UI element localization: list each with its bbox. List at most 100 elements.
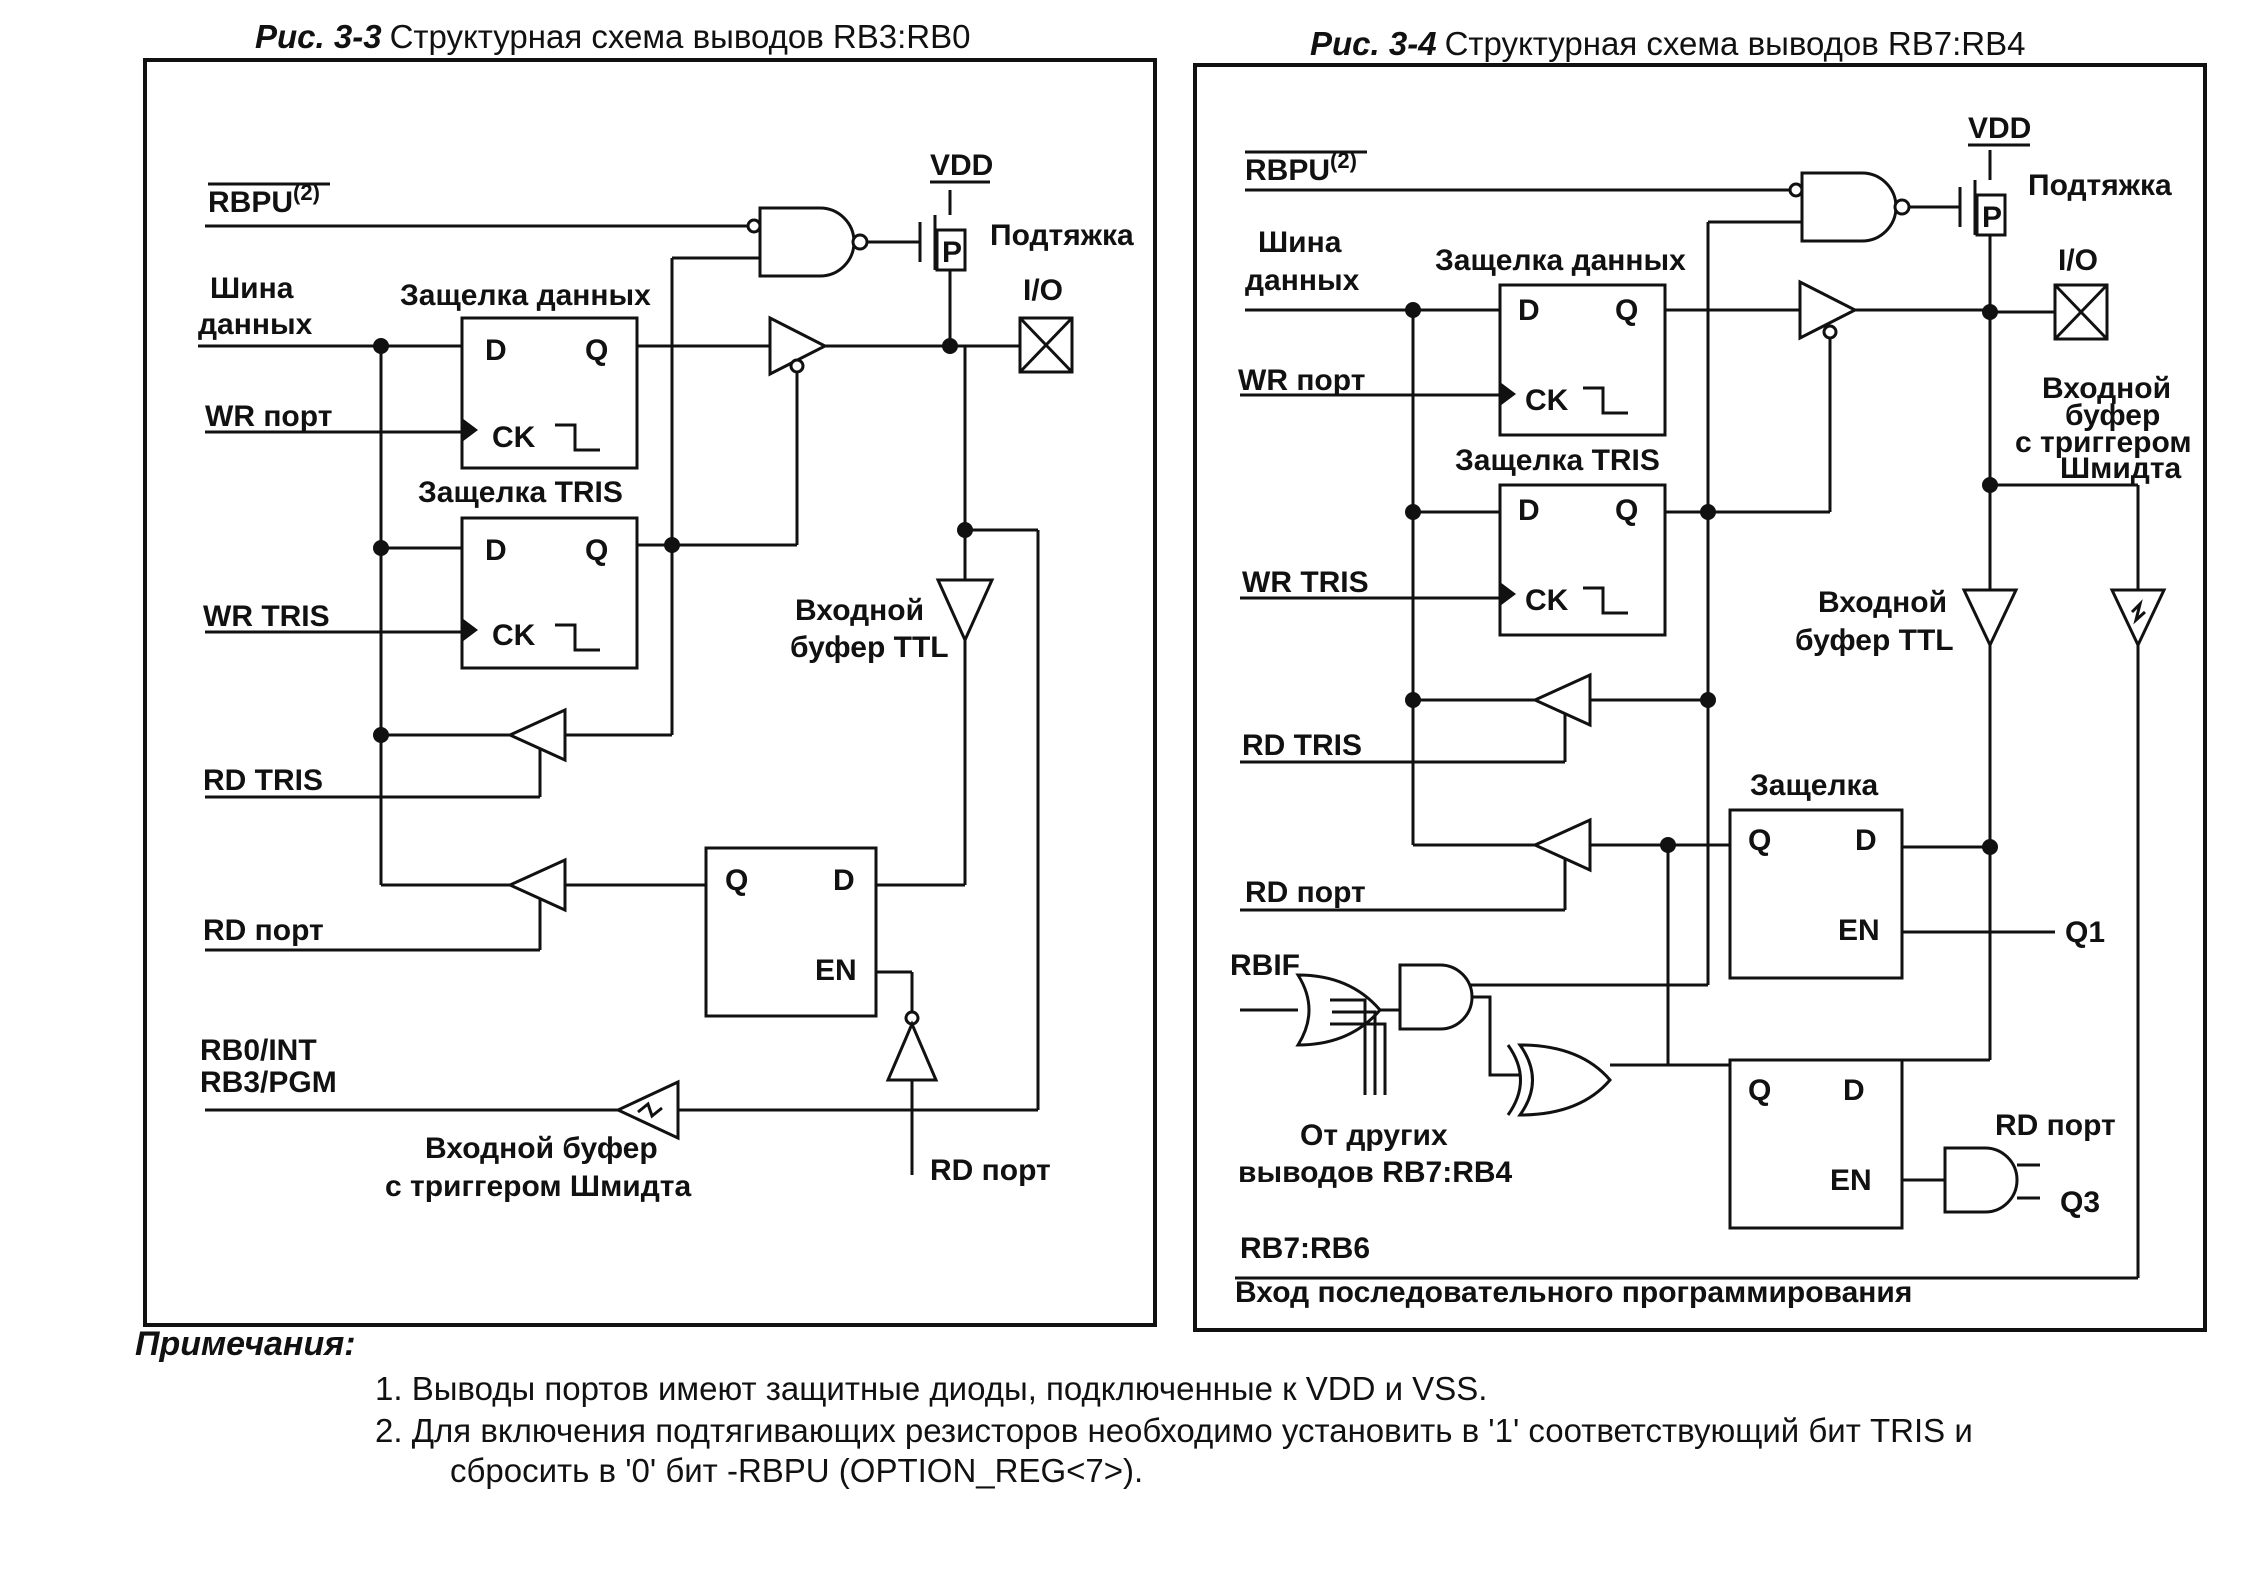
fig33-ttl-label-1: Входной [795, 594, 924, 627]
fig33-bus-label-1: Шина [210, 272, 294, 305]
fig34-bus-label-2: данных [1245, 264, 1360, 297]
fig34-wr-tris-label: WR TRIS [1242, 566, 1369, 599]
fig33-tris-latch-d: D [485, 534, 507, 567]
fig34-port-latch [1728, 808, 1904, 980]
fig34-vdd-label: VDD [1968, 112, 2031, 145]
fig33-rd-port-2-label: RD порт [930, 1154, 1051, 1187]
fig33-output-buffer-en-bubble [789, 358, 805, 374]
fig34-title-num: Рис. 3-4 [1310, 25, 1437, 62]
fig33-data-latch-d: D [485, 334, 507, 367]
fig34-other-label-2: выводов RB7:RB4 [1238, 1156, 1513, 1189]
fig33-rdtris-buffer [506, 707, 567, 763]
fig33-tris-latch-clk-icon [462, 618, 478, 642]
fig33-tris-latch-ck: CK [492, 619, 536, 652]
fig34-schmitt-label-2: буфер [2065, 399, 2160, 432]
fig34-tris-latch-q: Q [1615, 494, 1638, 527]
fig34-tris-latch-ck: CK [1525, 584, 1569, 617]
fig34-latch-label: Защелка [1750, 769, 1879, 802]
fig34-data-latch-q: Q [1615, 294, 1638, 327]
fig34-schmitt-icon [2130, 599, 2146, 625]
fig34-tris-latch-label: Защелка TRIS [1455, 444, 1660, 477]
fig34-and-gate [1398, 963, 1474, 1031]
fig33-rbpu-label: RBPU(2) [208, 180, 320, 219]
fig33-data-latch-edge-icon [555, 423, 600, 452]
fig34-or-gate [1295, 973, 1382, 1047]
fig33-schmitt-buffer [614, 1079, 680, 1141]
fig34-rd-tris-label: RD TRIS [1242, 729, 1362, 762]
fig34-frame [1193, 63, 2207, 1332]
fig33-input-latch-q: Q [725, 864, 748, 897]
fig33-title-num: Рис. 3-3 [255, 18, 382, 55]
fig34-tris-latch-clk-icon [1500, 582, 1516, 606]
fig33-frame [143, 58, 1157, 1327]
fig34-bus-label-1: Шина [1258, 226, 1342, 259]
fig33-vdd-label: VDD [930, 149, 993, 182]
fig34-and-to-xor [1480, 995, 1520, 1077]
fig33-schmitt-label-2: с триггером Шмидта [385, 1170, 691, 1203]
fig34-bus-tris-node [1405, 504, 1421, 520]
fig34-io-x2 [2053, 283, 2109, 341]
fig34-data-latch [1498, 283, 1667, 437]
fig34-rb76-label: RB7:RB6 [1240, 1232, 1370, 1265]
fig34-serial-label: Вход последовательного программирования [1235, 1276, 1912, 1309]
fig33-data-latch-q: Q [585, 334, 608, 367]
fig34-other-2 [1332, 1010, 1377, 1095]
fig33-tris-latch-edge-icon [555, 623, 600, 652]
fig34-change-latch [1728, 1058, 1904, 1230]
fig34-tris-latch [1498, 483, 1667, 637]
fig33-pmos-body [935, 228, 967, 272]
fig34-xor-extra-arc [1506, 1044, 1522, 1116]
fig34-nand-input-bubble [1788, 182, 1804, 198]
fig34-latch-d-node [1982, 839, 1998, 855]
fig34-q1-label: Q1 [2065, 916, 2105, 949]
fig34-rdport-buffer [1531, 817, 1592, 873]
fig34-other-3 [1330, 1022, 1387, 1095]
fig33-bus-tris-node [373, 540, 389, 556]
fig34-tris-q-node [1700, 504, 1716, 520]
fig33-nand-input-bubble [746, 218, 762, 234]
fig34-rdtris-buffer [1531, 672, 1592, 728]
fig33-data-latch [460, 316, 639, 470]
fig34-nand-gate [1800, 171, 1898, 243]
fig33-tris-latch-label: Защелка TRIS [418, 476, 623, 509]
fig34-rd-port-2-label: RD порт [1995, 1109, 2116, 1142]
fig33-data-latch-clk-icon [462, 418, 478, 442]
fig33-schmitt-icon [637, 1101, 663, 1119]
fig34-wr-port-label: WR порт [1238, 364, 1365, 397]
fig34-rd-port-label: RD порт [1245, 876, 1366, 909]
fig33-pmos-p: P [942, 236, 962, 269]
fig34-tris-latch-edge-icon [1583, 586, 1628, 615]
fig33-wr-port-label: WR порт [205, 400, 332, 433]
fig33-wr-tris-label: WR TRIS [203, 600, 330, 633]
fig34-rbpu-label: RBPU(2) [1245, 148, 1357, 187]
fig33-input-latch [704, 846, 878, 1018]
fig33-rb0int-label: RB0/INT [200, 1034, 317, 1067]
fig33-io-node [942, 338, 958, 354]
fig33-rdport-buffer [506, 857, 567, 913]
fig33-rd-port-label: RD порт [203, 914, 324, 947]
fig34-port-latch-q: Q [1748, 824, 1771, 857]
fig33-input-latch-d: D [833, 864, 855, 897]
fig34-schmitt-label-3: с триггером [2015, 426, 2192, 459]
fig34-rdport-and [1943, 1146, 2019, 1214]
fig34-schmitt-label-1: Входной [2042, 372, 2171, 405]
fig33-data-latch-label: Защелка данных [400, 279, 651, 312]
fig34-data-latch-d: D [1518, 294, 1540, 327]
fig34-schmitt-node [1982, 477, 1998, 493]
fig34-ttl-label-2: буфер TTL [1795, 624, 1954, 657]
fig34-io-label: I/O [2058, 244, 2098, 277]
fig34-rbif-label: RBIF [1230, 949, 1300, 982]
fig34-schmitt-label-4: Шмидта [2060, 452, 2182, 485]
fig34-io-node [1982, 304, 1998, 320]
fig34-change-latch-en: EN [1830, 1164, 1872, 1197]
fig33-schmitt-label-1: Входной буфер [425, 1132, 658, 1165]
fig33-inverter [885, 1020, 939, 1082]
fig33-tris-latch-q: Q [585, 534, 608, 567]
fig33-nand-output-bubble [851, 233, 869, 251]
fig34-xor-gate [1517, 1043, 1612, 1117]
fig34-title-text: Структурная схема выводов RB7:RB4 [1445, 25, 2026, 62]
